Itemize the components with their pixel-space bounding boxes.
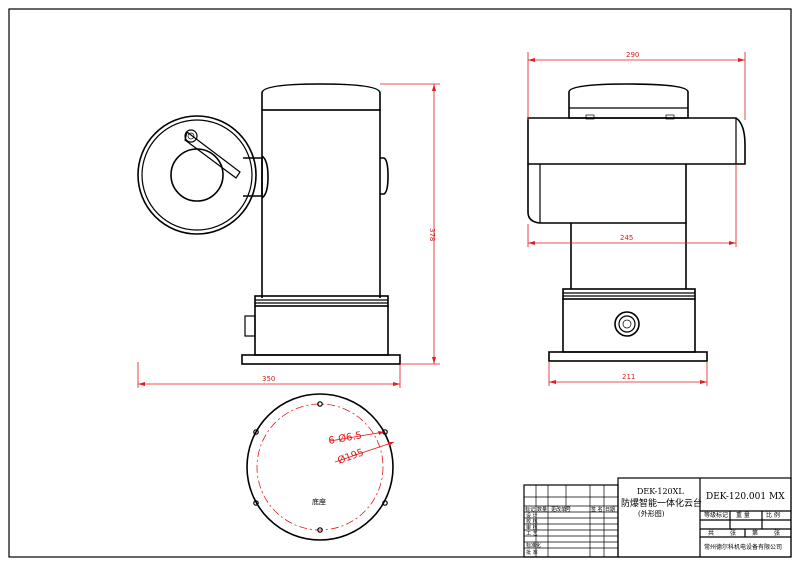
signoff-label: 校 核 [526, 518, 538, 525]
sheet-page-label: 第 [752, 529, 758, 537]
scale-label: 比 例 [766, 511, 780, 519]
revision-headers: 标记 数量 更改单号 签 名 日期 [525, 506, 615, 513]
company-name: 常州德尔科机电设备有限公司 [704, 543, 782, 551]
signoff-labels: 设 计 校 核 审 核 工 艺 标准化 批 准 [526, 512, 541, 556]
signoff-label: 审 核 [526, 524, 538, 531]
product-name: 防爆智能一体化云台 [621, 497, 702, 509]
side-base-width-label: 211 [622, 373, 635, 381]
front-width-label: 350 [262, 375, 275, 383]
sheet-total-label: 共 [708, 529, 714, 537]
revision-header: 签 名 [591, 506, 603, 513]
grade-mark-label: 等级标记 [704, 511, 728, 519]
signoff-label: 设 计 [526, 512, 538, 519]
side-dimensions [527, 52, 746, 386]
model-number: DEK-120XL [637, 487, 684, 496]
side-top-width-label: 290 [626, 51, 639, 59]
side-mid-width-label: 245 [620, 234, 633, 242]
drawing-border [8, 8, 792, 558]
holes-label: 6-Ø6.5 [327, 429, 362, 447]
front-dimensions [137, 83, 440, 388]
drawing-number: DEK-120.001 MX [706, 492, 785, 502]
sheet-word-label: 张 [730, 529, 736, 537]
base-view [246, 393, 395, 541]
side-view [527, 83, 746, 362]
weight-label: 重 量 [736, 511, 750, 519]
revision-header: 数量 [537, 506, 547, 513]
front-height-label: 378 [428, 228, 436, 241]
revision-header: 更改单号 [551, 506, 571, 513]
signoff-label: 工 艺 [526, 531, 538, 537]
view-note: (外形图) [638, 509, 665, 518]
front-view [137, 83, 401, 365]
signoff-label: 标准化 [526, 542, 541, 549]
revision-header: 日期 [605, 507, 615, 513]
signoff-label: 批 准 [526, 549, 538, 556]
base-caption: 底座 [312, 497, 326, 506]
pitch-diameter-label: Ø195 [336, 446, 365, 467]
page-word-label: 张 [774, 529, 780, 537]
title-block [523, 477, 792, 558]
revision-header: 标记 [525, 506, 535, 513]
